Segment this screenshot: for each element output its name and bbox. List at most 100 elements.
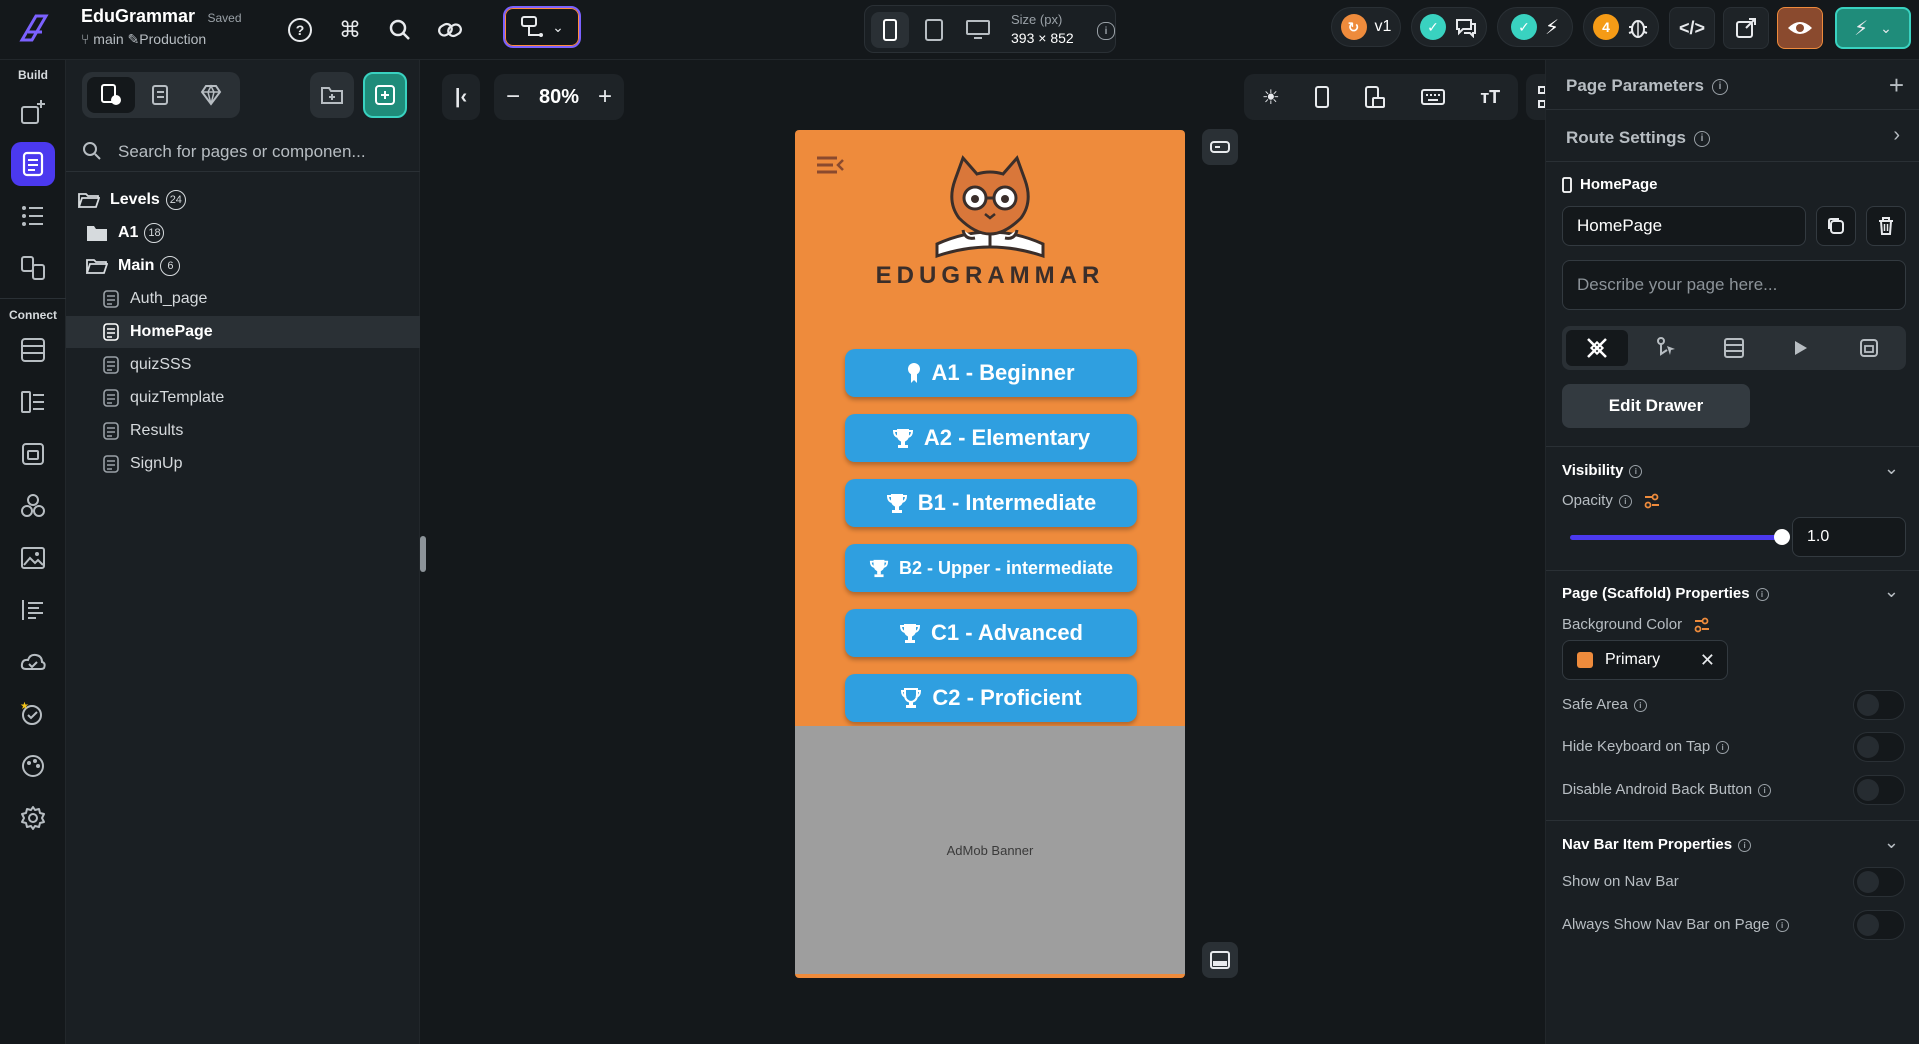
page-description-input[interactable]: Describe your page here... — [1562, 260, 1906, 310]
app-state-icon[interactable] — [11, 432, 55, 476]
page-search[interactable]: Search for pages or componen... — [66, 130, 420, 172]
search-input[interactable]: Search for pages or componen... — [118, 142, 366, 161]
tab-library[interactable] — [187, 77, 235, 113]
media-assets-icon[interactable] — [11, 536, 55, 580]
action-flow-button[interactable]: ⌄ — [503, 6, 581, 48]
preview-button[interactable] — [1777, 7, 1823, 49]
delete-page-button[interactable] — [1866, 206, 1906, 246]
variable-binding-icon[interactable] — [1694, 617, 1710, 633]
tree-page-homepage[interactable]: HomePage — [66, 316, 420, 348]
info-icon[interactable]: i — [1629, 464, 1643, 478]
performance-pill[interactable]: ✓ ⚡ — [1497, 7, 1573, 47]
version-pill[interactable]: ↻ v1 — [1331, 7, 1401, 47]
phone-preview[interactable]: EDUGRAMMAR A1 - Beginner A2 - Elementary… — [795, 130, 1185, 978]
branch-info[interactable]: ⑂ main ✎Production — [81, 31, 242, 48]
close-icon[interactable]: ✕ — [1699, 649, 1715, 670]
tab-properties[interactable] — [1566, 330, 1628, 366]
storyboard-icon[interactable] — [11, 246, 55, 290]
custom-code-icon[interactable] — [11, 588, 55, 632]
info-icon[interactable]: i — [1618, 494, 1632, 508]
phone-frame-icon[interactable] — [1315, 86, 1330, 108]
info-icon[interactable]: i — [1693, 130, 1710, 147]
opacity-slider-handle[interactable] — [1774, 529, 1790, 545]
size-info-icon[interactable]: i — [1097, 22, 1115, 40]
edit-drawer-button[interactable]: Edit Drawer — [1562, 384, 1750, 428]
add-folder-button[interactable] — [310, 72, 354, 118]
settings-gear-icon[interactable] — [11, 796, 55, 840]
background-color-picker[interactable]: Primary ✕ — [1562, 640, 1728, 680]
keyboard-icon[interactable] — [1420, 89, 1445, 105]
tab-backend-query[interactable] — [1703, 330, 1765, 366]
tree-page-quiztemplate[interactable]: quizTemplate — [66, 382, 420, 414]
show-drawer-button[interactable] — [1202, 129, 1238, 165]
text-size-icon[interactable]: тT — [1480, 86, 1501, 107]
zoom-out-icon[interactable]: − — [506, 83, 521, 110]
command-icon[interactable]: ⌘ — [339, 17, 361, 42]
tree-page-auth[interactable]: Auth_page — [66, 283, 420, 315]
opacity-slider[interactable] — [1570, 535, 1780, 540]
chevron-down-icon[interactable]: ⌄ — [1883, 832, 1899, 852]
drawer-menu-icon[interactable] — [815, 155, 845, 175]
level-button-c2[interactable]: C2 - Proficient — [845, 674, 1137, 722]
info-icon[interactable]: i — [1758, 783, 1772, 797]
device-rotate-icon[interactable] — [1365, 86, 1386, 108]
widget-tree-icon[interactable] — [11, 194, 55, 238]
tab-components[interactable] — [137, 77, 185, 113]
tree-page-signup[interactable]: SignUp — [66, 448, 420, 480]
tab-pages[interactable] — [87, 77, 135, 113]
info-icon[interactable]: i — [1711, 78, 1728, 95]
database-icon[interactable] — [11, 328, 55, 372]
add-page-button[interactable] — [363, 72, 407, 118]
flutterflow-logo-icon[interactable] — [18, 10, 50, 46]
search-icon[interactable] — [384, 14, 416, 46]
panel-resize-handle[interactable] — [420, 536, 426, 572]
light-mode-icon[interactable]: ☀ — [1261, 86, 1280, 109]
theme-icon[interactable] — [11, 744, 55, 788]
phone-device-icon[interactable] — [871, 12, 909, 48]
info-icon[interactable]: i — [1738, 838, 1752, 852]
info-icon[interactable]: i — [1633, 698, 1647, 712]
page-name-input[interactable]: HomePage — [1562, 206, 1806, 246]
open-external-button[interactable] — [1723, 7, 1769, 49]
level-button-c1[interactable]: C1 - Advanced — [845, 609, 1137, 657]
tab-animations[interactable] — [1770, 330, 1832, 366]
bottom-sheet-button[interactable] — [1202, 942, 1238, 978]
tree-folder-levels[interactable]: Levels 24 — [66, 184, 420, 216]
duplicate-page-button[interactable] — [1816, 206, 1856, 246]
comments-pill[interactable]: ✓ — [1411, 7, 1487, 47]
tree-page-results[interactable]: Results — [66, 415, 420, 447]
info-icon[interactable]: i — [1755, 587, 1769, 601]
zoom-in-icon[interactable]: + — [597, 83, 612, 110]
desktop-device-icon[interactable] — [959, 12, 997, 48]
info-icon[interactable]: i — [1775, 918, 1789, 932]
link-icon[interactable] — [434, 14, 466, 46]
level-button-b1[interactable]: B1 - Intermediate — [845, 479, 1137, 527]
level-button-a2[interactable]: A2 - Elementary — [845, 414, 1137, 462]
info-icon[interactable]: i — [1716, 740, 1730, 754]
testing-icon[interactable]: ★ — [11, 692, 55, 736]
run-button[interactable]: ⚡ ⌄ — [1835, 7, 1911, 49]
tablet-device-icon[interactable] — [915, 12, 953, 48]
integrations-icon[interactable] — [11, 484, 55, 528]
show-navbar-toggle[interactable] — [1853, 867, 1905, 897]
collapse-panel-button[interactable]: |‹ — [442, 74, 480, 120]
tab-actions[interactable] — [1636, 330, 1698, 366]
always-show-navbar-toggle[interactable] — [1853, 910, 1905, 940]
variable-binding-icon[interactable] — [1644, 493, 1660, 509]
disable-back-toggle[interactable] — [1853, 775, 1905, 805]
data-types-icon[interactable] — [11, 380, 55, 424]
safe-area-toggle[interactable] — [1853, 690, 1905, 720]
hide-keyboard-toggle[interactable] — [1853, 732, 1905, 762]
issues-pill[interactable]: 4 — [1583, 7, 1659, 47]
admob-banner[interactable]: AdMob Banner — [795, 726, 1185, 974]
plus-icon[interactable]: + — [1888, 70, 1904, 100]
tab-page-state[interactable] — [1838, 330, 1900, 366]
level-button-b2[interactable]: B2 - Upper - intermediate — [845, 544, 1137, 592]
add-widget-icon[interactable] — [11, 90, 55, 134]
tree-page-quizsss[interactable]: quizSSS — [66, 349, 420, 381]
chevron-down-icon[interactable]: ⌄ — [1883, 458, 1899, 478]
